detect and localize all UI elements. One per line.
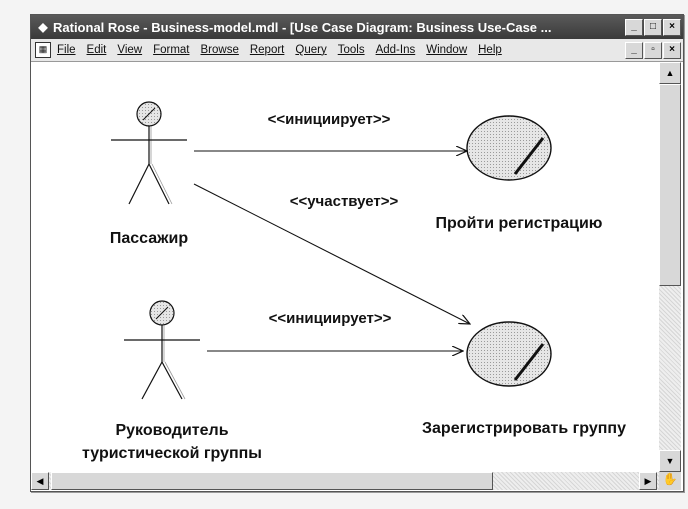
use-case-register-group-label: Зарегистрировать группу xyxy=(422,420,626,437)
vertical-scroll-thumb[interactable] xyxy=(659,84,681,286)
association-passenger-initiates-check-in[interactable]: <<инициирует>> xyxy=(194,111,467,151)
menu-edit[interactable]: Edit xyxy=(86,44,107,56)
association-passenger-participates-register-group[interactable]: <<участвует>> xyxy=(193,183,470,324)
hand-cursor-icon: ✋ xyxy=(659,472,681,490)
horizontal-scroll-thumb[interactable] xyxy=(51,472,493,490)
scroll-right-arrow-icon[interactable]: ▶ xyxy=(639,472,657,490)
window-title: Rational Rose - Business-model.mdl - [Us… xyxy=(53,19,552,35)
menu-browse[interactable]: Browse xyxy=(200,44,239,56)
application-window: ◆ Rational Rose - Business-model.mdl - [… xyxy=(30,14,684,492)
actor-group-leader[interactable]: Руководитель туристической группы xyxy=(82,300,262,462)
document-icon[interactable]: ▦ xyxy=(35,42,51,58)
menu-window[interactable]: Window xyxy=(426,44,468,56)
horizontal-scrollbar[interactable]: ◀ ▶ xyxy=(31,472,659,490)
minimize-button[interactable]: _ xyxy=(625,18,643,36)
menu-format[interactable]: Format xyxy=(153,44,190,56)
use-case-check-in[interactable]: Пройти регистрацию xyxy=(436,115,603,232)
stereotype-label: <<участвует>> xyxy=(290,193,399,210)
menu-file[interactable]: File xyxy=(57,44,76,56)
diagram-canvas[interactable]: Пассажир Руководитель туристической груп… xyxy=(31,62,659,472)
menu-tools[interactable]: Tools xyxy=(337,44,365,56)
scroll-left-arrow-icon[interactable]: ◀ xyxy=(31,472,49,490)
vertical-scrollbar[interactable]: ▲ ▼ xyxy=(659,62,681,472)
rose-app-icon: ◆ xyxy=(38,20,48,34)
actor-passenger-label: Пассажир xyxy=(110,230,188,247)
menu-report[interactable]: Report xyxy=(249,44,285,56)
stereotype-label: <<инициирует>> xyxy=(268,111,391,128)
menu-bar: ▦ File Edit View Format Browse Report Qu… xyxy=(31,39,683,62)
use-case-diagram: Пассажир Руководитель туристической груп… xyxy=(82,101,626,462)
actor-passenger[interactable]: Пассажир xyxy=(110,101,188,247)
stereotype-label: <<инициирует>> xyxy=(269,310,392,327)
menu-query[interactable]: Query xyxy=(295,44,327,56)
mdi-close-button[interactable]: × xyxy=(663,41,681,59)
menu-view[interactable]: View xyxy=(117,44,143,56)
close-button[interactable]: × xyxy=(663,18,681,36)
actor-group-leader-label-line2: туристической группы xyxy=(82,445,262,462)
maximize-button[interactable]: □ xyxy=(644,18,662,36)
mdi-restore-button[interactable]: ▫ xyxy=(644,41,662,59)
title-bar[interactable]: ◆ Rational Rose - Business-model.mdl - [… xyxy=(31,15,683,39)
menu-add-ins[interactable]: Add-Ins xyxy=(375,44,416,56)
actor-group-leader-label-line1: Руководитель xyxy=(115,422,228,439)
scroll-up-arrow-icon[interactable]: ▲ xyxy=(659,62,681,84)
use-case-register-group[interactable]: Зарегистрировать группу xyxy=(422,321,626,437)
mdi-minimize-button[interactable]: _ xyxy=(625,41,643,59)
association-leader-initiates-register-group[interactable]: <<инициирует>> xyxy=(207,310,463,351)
menu-help[interactable]: Help xyxy=(478,44,502,56)
scroll-down-arrow-icon[interactable]: ▼ xyxy=(659,450,681,472)
use-case-check-in-label: Пройти регистрацию xyxy=(436,215,603,232)
